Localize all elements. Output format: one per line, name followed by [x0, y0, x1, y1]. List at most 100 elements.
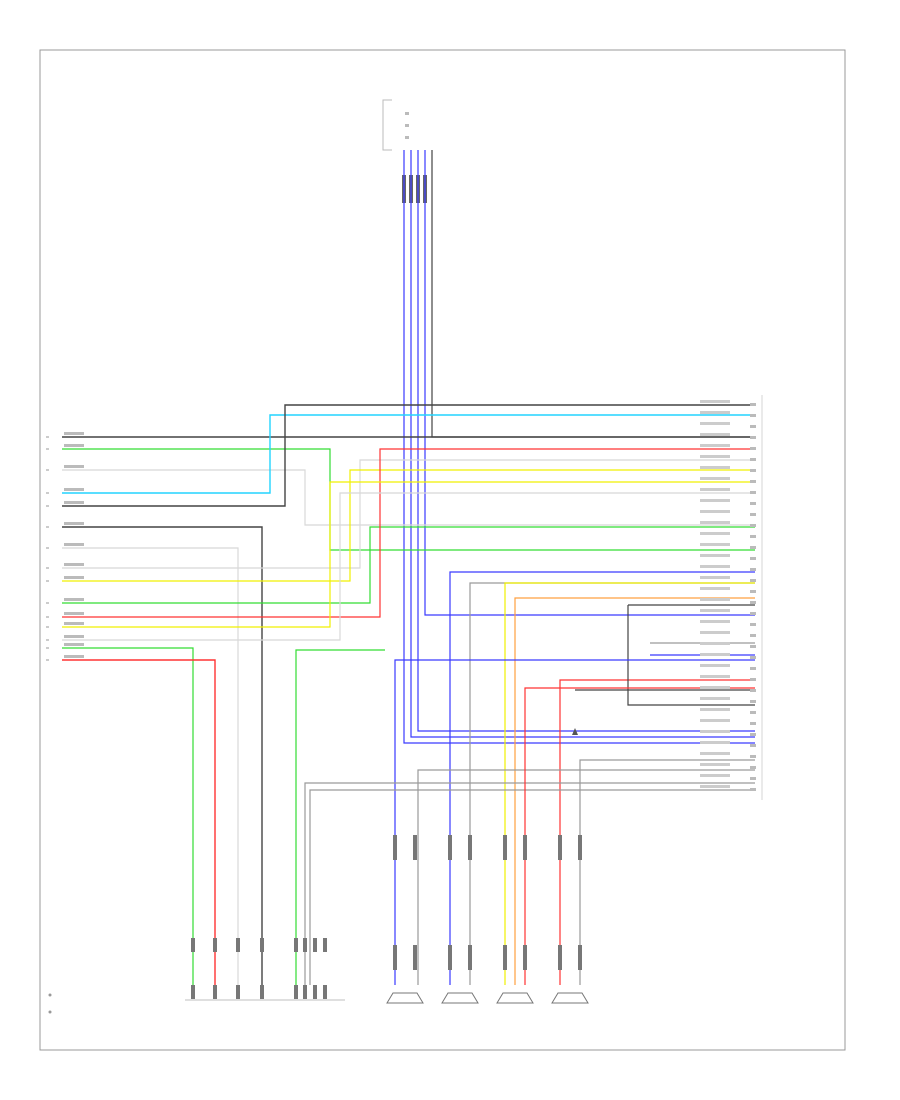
speaker-3-plug-lower-1	[523, 945, 527, 970]
right-pin-mark-779	[750, 777, 756, 780]
right-pin-mark-724	[750, 722, 756, 725]
antenna-pointer	[572, 728, 578, 735]
connector-lower-3	[260, 985, 264, 999]
right-pin-mark-625	[750, 623, 756, 626]
speaker-2-plug-upper-1	[468, 835, 472, 860]
left-label-mark-4	[64, 501, 84, 504]
connector-upper-7	[323, 938, 327, 952]
wire-gray-bottom	[304, 782, 755, 985]
speaker-2-plug-lower-0	[448, 945, 452, 970]
speaker-1-plug-lower-1	[413, 945, 417, 970]
speaker-1-plug-upper-0	[393, 835, 397, 860]
wire-white-down	[62, 547, 239, 985]
connector-upper-2	[236, 938, 240, 952]
right-pin-mark-427	[750, 425, 756, 428]
connector-lower-4	[294, 985, 298, 999]
connector-lower-2	[236, 985, 240, 999]
main-unit-wire-labels	[700, 395, 763, 800]
left-label-mark-5	[64, 522, 84, 525]
left-label-mark-7	[64, 563, 84, 566]
top-connector-bracket	[382, 99, 392, 151]
top-connector-pin-marks	[405, 112, 409, 139]
right-label-mark-405	[700, 400, 730, 403]
connector-lower-5	[303, 985, 307, 999]
left-label-mark-8	[64, 576, 84, 579]
right-pin-mark-647	[750, 645, 756, 648]
right-pin-mark-537	[750, 535, 756, 538]
left-pin-mark-4	[46, 505, 49, 507]
left-pin-mark-14	[46, 659, 49, 661]
left-label-mark-1	[64, 444, 84, 447]
right-pin-mark-768	[750, 766, 756, 769]
wire-white-main	[62, 469, 755, 526]
speaker-group	[386, 835, 589, 1004]
left-label-mark-14	[64, 655, 84, 658]
wire-yellow-main	[62, 469, 755, 582]
wire-green-main	[62, 448, 755, 551]
right-label-mark-779	[700, 774, 730, 777]
right-pin-mark-735	[750, 733, 756, 736]
left-pin-mark-9	[46, 602, 49, 604]
speaker-3-plug-upper-0	[503, 835, 507, 860]
speaker-4-plug-upper-1	[578, 835, 582, 860]
diagram-frame	[39, 49, 846, 1051]
speaker-3-plug-lower-0	[503, 945, 507, 970]
right-label-mark-768	[700, 763, 730, 766]
top-connector	[382, 99, 427, 203]
right-label-mark-713	[700, 708, 730, 711]
wire-black-down	[62, 526, 263, 985]
left-label-mark-0	[64, 432, 84, 435]
speaker-2-plug-lower-1	[468, 945, 472, 970]
left-label-mark-6	[64, 543, 84, 546]
right-label-mark-658	[700, 653, 730, 656]
right-label-mark-548	[700, 543, 730, 546]
right-label-mark-757	[700, 752, 730, 755]
top-connector-plugs	[402, 175, 427, 203]
wire-blue-lf	[394, 659, 755, 985]
left-harness-wire-labels	[46, 432, 84, 661]
right-label-mark-471	[700, 466, 730, 469]
wire-red-rear	[524, 687, 755, 985]
connector-lower-1	[213, 985, 217, 999]
right-label-mark-625	[700, 620, 730, 623]
right-label-mark-438	[700, 433, 730, 436]
right-label-mark-559	[700, 554, 730, 557]
wire-blue-3	[417, 150, 755, 732]
right-pin-mark-702	[750, 700, 756, 703]
right-pin-mark-504	[750, 502, 756, 505]
left-pin-mark-6	[46, 547, 49, 549]
speaker-3-plug-upper-1	[523, 835, 527, 860]
wire-blue-1	[403, 150, 755, 744]
right-label-mark-790	[700, 785, 730, 788]
wire-blue-2	[410, 150, 755, 738]
right-label-mark-570	[700, 565, 730, 568]
legend	[48, 993, 52, 1014]
wire-black-loop	[627, 605, 755, 706]
right-label-mark-735	[700, 730, 730, 733]
right-label-mark-504	[700, 499, 730, 502]
right-label-mark-724	[700, 719, 730, 722]
right-pin-mark-526	[750, 524, 756, 527]
right-label-mark-515	[700, 510, 730, 513]
left-pin-mark-1	[46, 448, 49, 450]
connector-lower-6	[313, 985, 317, 999]
wire-black-top	[431, 150, 755, 438]
right-pin-mark-603	[750, 601, 756, 604]
wire-white-3	[62, 492, 755, 641]
speaker-2-plug-upper-0	[448, 835, 452, 860]
right-pin-mark-746	[750, 744, 756, 747]
right-label-mark-416	[700, 411, 730, 414]
right-pin-mark-482	[750, 480, 756, 483]
wire-red-down	[62, 659, 216, 985]
left-pin-mark-5	[46, 526, 49, 528]
connector-upper-0	[191, 938, 195, 952]
bottom-left-connectors	[185, 938, 345, 1001]
right-label-mark-647	[700, 642, 730, 645]
wire-gray-bottom-2	[309, 789, 755, 985]
wires	[62, 150, 755, 985]
right-pin-mark-559	[750, 557, 756, 560]
right-label-mark-526	[700, 521, 730, 524]
right-label-mark-427	[700, 422, 730, 425]
speaker-3-body	[496, 992, 534, 1004]
right-label-mark-680	[700, 675, 730, 678]
